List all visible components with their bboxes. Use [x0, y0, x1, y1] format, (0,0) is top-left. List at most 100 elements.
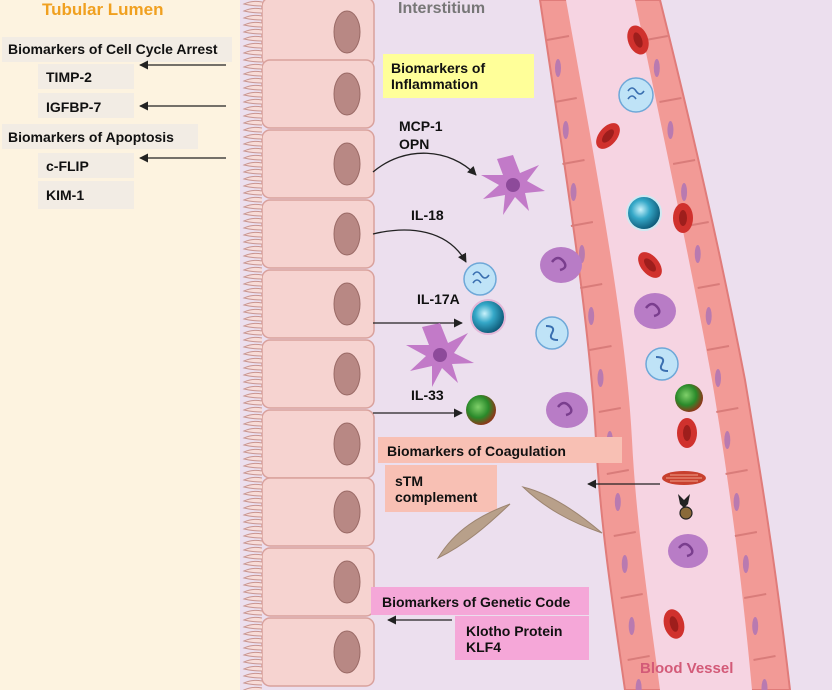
coagulation-title: Biomarkers of Coagulation	[387, 443, 566, 459]
endothelial-nucleus	[667, 121, 674, 139]
nucleus	[333, 490, 361, 534]
red-blood-cell-icon	[663, 609, 685, 639]
macrophage-icon	[668, 534, 708, 568]
mast-cell-icon	[675, 384, 703, 412]
endothelial-nucleus	[555, 59, 561, 77]
macrophage-icon	[540, 247, 582, 283]
inflammation-title: Biomarkers of Inflammation	[391, 60, 485, 92]
coagulation-title-box	[378, 437, 622, 463]
vessel-wall-segment	[659, 97, 682, 103]
endothelial-nucleus	[752, 617, 759, 635]
tubular-lumen-title: Tubular Lumen	[42, 0, 164, 19]
blood-vessel-title: Blood Vessel	[640, 660, 734, 677]
fibroblast-icon	[436, 503, 511, 560]
endothelial-nucleus	[628, 617, 635, 635]
brush-border	[242, 0, 263, 690]
nucleus	[333, 422, 361, 466]
cell-cycle-title-box	[2, 37, 232, 62]
arrow-il18	[372, 229, 467, 263]
tubule-epithelium	[242, 0, 375, 690]
interstitium-title: Interstitium	[398, 0, 486, 17]
vessel-wall-segment	[716, 407, 739, 413]
vessel-wall-segment	[645, 35, 668, 41]
apoptosis-title-box	[2, 124, 198, 149]
vessel-lumen	[566, 0, 752, 690]
endothelial-nucleus	[621, 555, 628, 573]
vessel-wall-segment	[706, 345, 730, 351]
neutrophil-icon	[535, 316, 569, 350]
cell-cycle-title: Biomarkers of Cell Cycle Arrest	[8, 41, 218, 57]
inflammation-box	[383, 54, 534, 98]
macrophage-icon	[546, 392, 588, 428]
genetic-title: Biomarkers of Genetic Code	[382, 594, 571, 610]
endothelial-nucleus	[597, 369, 604, 387]
stm-label: sTM	[395, 473, 423, 489]
vessel-wall-segment	[554, 97, 577, 103]
genetic-title-box	[371, 587, 589, 615]
lymphocyte-icon	[463, 262, 497, 296]
endothelial-nucleus	[761, 679, 768, 690]
vessel-wall-segment	[562, 159, 585, 165]
arrow-mcp1	[372, 152, 477, 176]
inflammation-title-line2: Inflammation	[391, 76, 479, 92]
fibroblast-icon	[521, 486, 603, 534]
vessel-wall-segment	[734, 531, 758, 537]
apoptosis-title: Biomarkers of Apoptosis	[8, 129, 174, 145]
vessel-wall-cells	[546, 35, 776, 690]
cflip-label: c-FLIP	[46, 158, 89, 174]
klf4-label: KLF4	[466, 639, 501, 655]
vessel-wall-segment	[725, 469, 748, 475]
vessel-wall-segment	[580, 283, 603, 289]
vessel-wall-segment	[598, 407, 621, 413]
genetic-items-box	[455, 616, 589, 660]
vessel-wall-segment	[672, 159, 696, 165]
inflammation-title-line1: Biomarkers of	[391, 60, 486, 76]
red-blood-cell-icon	[638, 252, 662, 278]
vessel-wall-segment	[620, 593, 643, 599]
endothelial-nucleus	[653, 59, 660, 77]
endothelial-nucleus	[715, 369, 721, 387]
nucleus	[333, 72, 361, 116]
timp2-box	[38, 64, 134, 89]
red-blood-cell-icon	[673, 203, 693, 233]
coagulation-items-box	[385, 465, 497, 512]
opn-label: OPN	[399, 136, 430, 152]
vessel-wall-segment	[589, 345, 612, 351]
red-blood-cell-icon	[596, 123, 620, 149]
lymphocyte-icon	[618, 77, 654, 113]
endothelial-nucleus	[705, 307, 712, 325]
vessel-wall-segment	[753, 655, 776, 661]
cflip-box	[38, 153, 134, 178]
nucleus	[333, 282, 361, 326]
nucleus	[333, 10, 361, 54]
nucleus	[333, 352, 361, 396]
nucleus	[333, 142, 361, 186]
nucleus	[333, 630, 361, 674]
vessel-wall-segment	[570, 221, 594, 227]
mcp1-label: MCP-1	[399, 118, 443, 134]
macrophage-icon	[634, 293, 676, 329]
dendritic-cell-icon	[481, 155, 545, 215]
timp2-label: TIMP-2	[46, 69, 92, 85]
il33-label: IL-33	[411, 387, 444, 403]
monocyte-icon	[470, 299, 506, 335]
endothelial-nucleus	[562, 121, 569, 139]
klotho-label: Klotho Protein	[466, 623, 563, 639]
endothelial-nucleus	[694, 245, 701, 263]
il17a-label: IL-17A	[417, 291, 460, 307]
vessel-wall-segment	[697, 283, 720, 289]
endothelial-nucleus	[742, 555, 749, 573]
complement-label: complement	[395, 489, 478, 505]
dendritic-cell-icon	[406, 323, 474, 387]
vessel-blood-cells	[596, 25, 708, 639]
red-blood-cell-icon	[627, 25, 649, 55]
vessel-wall-segment	[744, 593, 767, 599]
igfbp7-label: IGFBP-7	[46, 99, 102, 115]
platelet-icon	[678, 494, 693, 520]
red-blood-cell-icon	[677, 418, 697, 448]
endothelial-nucleus	[724, 431, 731, 449]
blood-vessel	[538, 0, 792, 690]
endothelial-nucleus	[588, 307, 595, 325]
monocyte-icon	[626, 195, 662, 231]
endothelial-nucleus	[733, 493, 740, 511]
